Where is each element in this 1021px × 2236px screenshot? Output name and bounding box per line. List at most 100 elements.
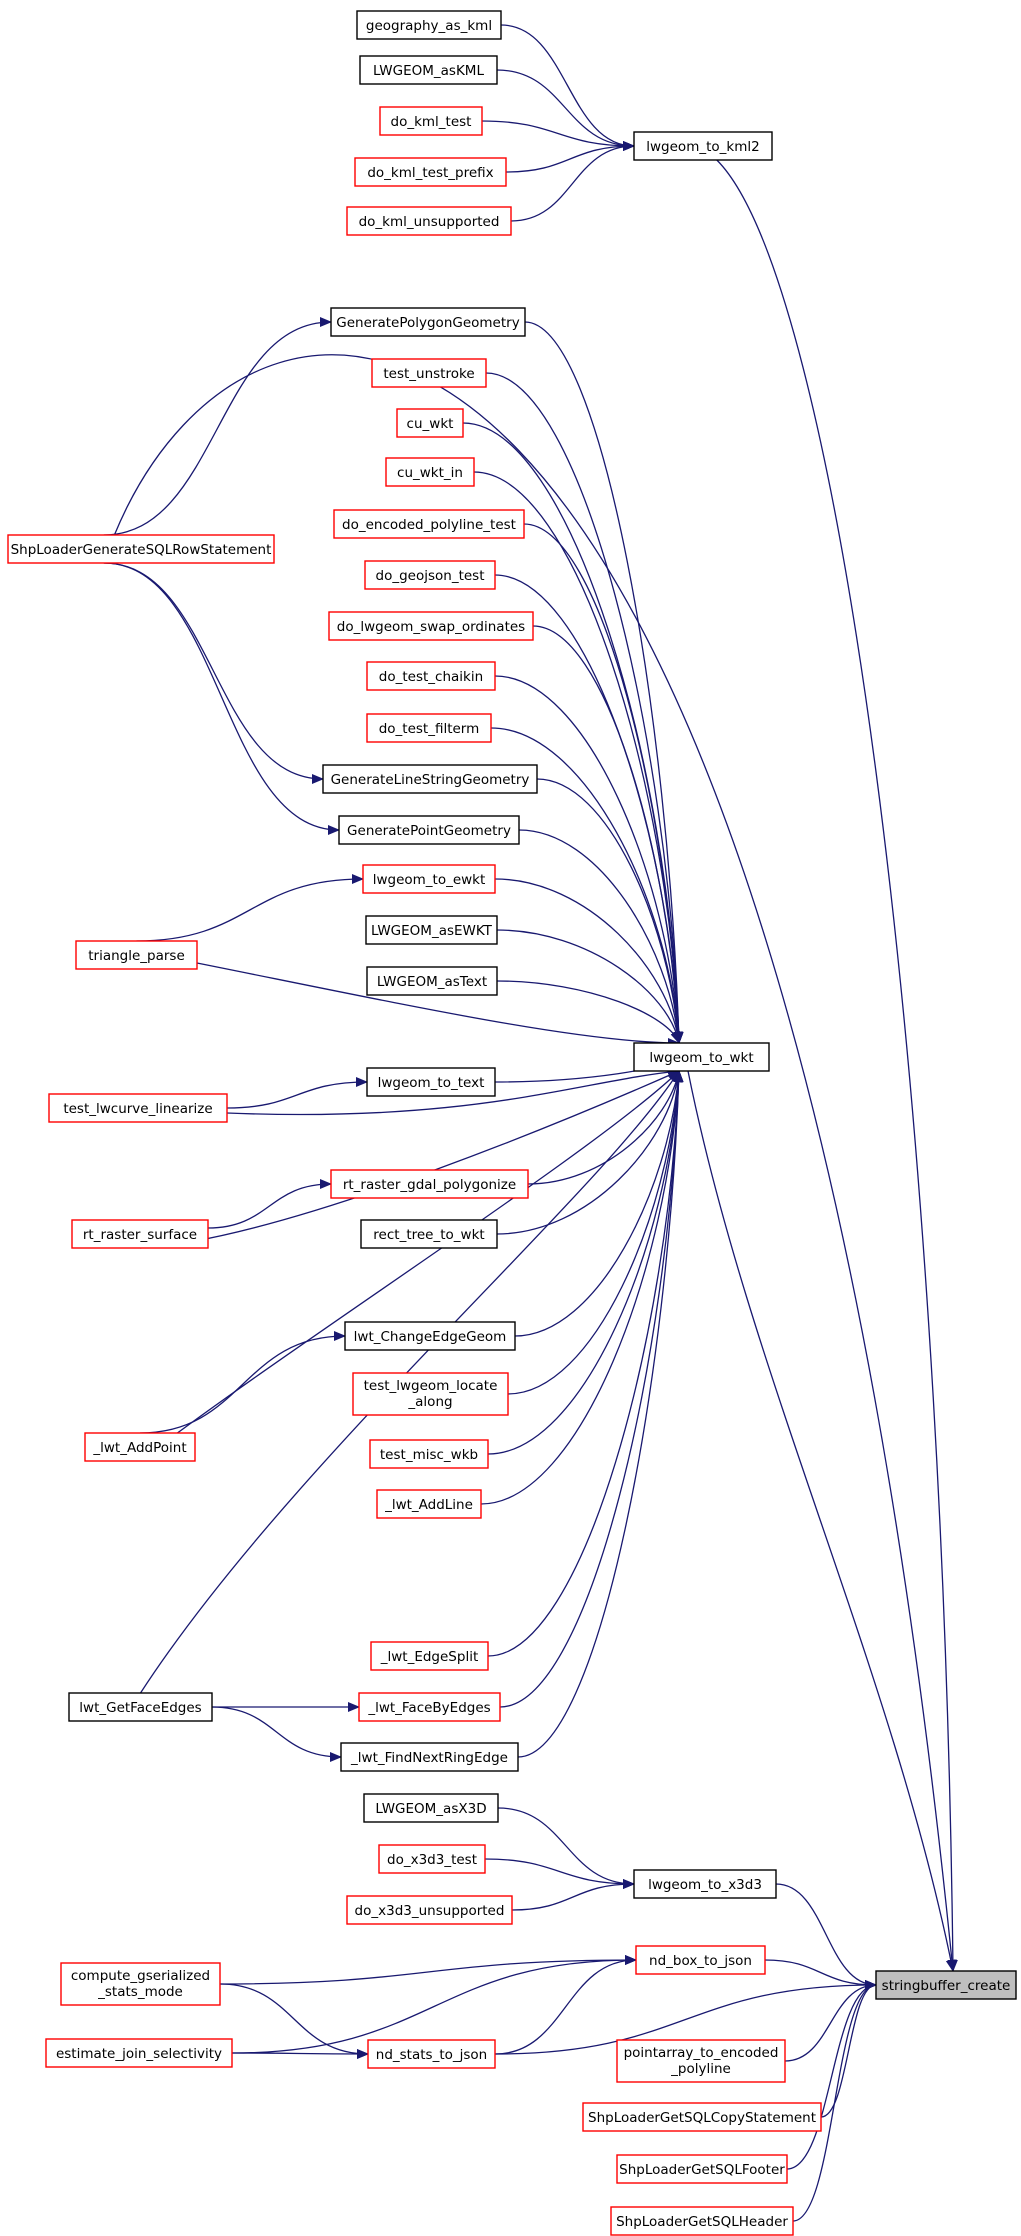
node-box [364, 560, 496, 590]
edge-estimate-join-selectivity-to-nd-stats-to-json [231, 2048, 369, 2059]
edge-generate-polygon-geometry-to-lwgeom-to-wkt [524, 321, 684, 1044]
node-do-x3d3-test[interactable]: do_x3d3_test [378, 1844, 486, 1874]
edge-lwgeom-as-text-to-lwgeom-to-wkt [496, 980, 680, 1044]
node-box [616, 2039, 786, 2083]
node-box [75, 940, 198, 970]
node-lwgeom-as-kml[interactable]: LWGEOM_asKML [359, 55, 498, 85]
edge-do-kml-test-prefix-to-lwgeom-to-kml2 [505, 141, 635, 173]
edge-lwt-face-by-edges-to-lwgeom-to-wkt [499, 1070, 684, 1708]
node-estimate-join-selectivity[interactable]: estimate_join_selectivity [45, 2038, 233, 2068]
node-geography-as-kml[interactable]: geography_as_kml [356, 10, 502, 40]
node-lwt-add-line[interactable]: _lwt_AddLine [376, 1489, 482, 1519]
edge-shp-loader-get-sqlfooter-to-stringbuffer-create [786, 1980, 877, 2170]
node-do-lwgeom-swap-ordinates[interactable]: do_lwgeom_swap_ordinates [328, 611, 534, 641]
node-box [366, 966, 498, 996]
node-label: test_lwgeom_locate [364, 1378, 498, 1394]
node-lwgeom-to-x3d3[interactable]: lwgeom_to_x3d3 [633, 1869, 777, 1899]
node-lwt-get-face-edges[interactable]: lwt_GetFaceEdges [68, 1692, 213, 1722]
node-test-lwgeom-locate-along[interactable]: test_lwgeom_locate_along [352, 1372, 509, 1416]
node-test-misc-wkb[interactable]: test_misc_wkb [369, 1439, 489, 1469]
node-rect-tree-to-wkt[interactable]: rect_tree_to_wkt [360, 1219, 498, 1249]
node-box [633, 131, 773, 161]
edge-compute-gserialized-stats-mode-to-nd-box-to-json [219, 1955, 637, 1985]
node-lwt-change-edge-geom[interactable]: lwt_ChangeEdgeGeom [344, 1321, 516, 1351]
node-rt-raster-surface[interactable]: rt_raster_surface [71, 1219, 209, 1249]
edge-shp-loader-generate-sqlrow-statement-to-generate-polygon-geometry [103, 317, 332, 536]
node-do-kml-unsupported[interactable]: do_kml_unsupported [346, 206, 512, 236]
node-do-kml-test-prefix[interactable]: do_kml_test_prefix [354, 157, 507, 187]
node-lwgeom-as-text[interactable]: LWGEOM_asText [366, 966, 498, 996]
node-lwt-edge-split[interactable]: _lwt_EdgeSplit [370, 1641, 489, 1671]
node-lwgeom-as-ewkt[interactable]: LWGEOM_asEWKT [365, 915, 498, 945]
node-nd-stats-to-json[interactable]: nd_stats_to_json [367, 2039, 496, 2069]
node-generate-point-geometry[interactable]: GeneratePointGeometry [338, 815, 520, 845]
node-do-test-chaikin[interactable]: do_test_chaikin [366, 661, 496, 691]
node-box [378, 1844, 486, 1874]
node-box [370, 1641, 489, 1671]
node-triangle-parse[interactable]: triangle_parse [75, 940, 198, 970]
node-label: lwgeom_to_x3d3 [648, 1877, 762, 1893]
node-stringbuffer-create[interactable]: stringbuffer_create [875, 1970, 1017, 2000]
edge-shp-loader-get-sqlheader-to-stringbuffer-create [792, 1980, 877, 2222]
edge-lwgeom-to-ewkt-to-lwgeom-to-wkt [494, 878, 683, 1044]
node-label: cu_wkt [407, 416, 454, 432]
node-label: do_kml_test [391, 114, 472, 130]
edge-lwgeom-as-ewkt-to-lwgeom-to-wkt [496, 929, 682, 1044]
node-do-kml-test[interactable]: do_kml_test [379, 106, 483, 136]
node-box [396, 408, 464, 438]
node-lwgeom-as-x3d[interactable]: LWGEOM_asX3D [363, 1793, 499, 1823]
node-box [71, 1219, 209, 1249]
node-generate-polygon-geometry[interactable]: GeneratePolygonGeometry [330, 307, 526, 337]
node-shp-loader-get-sqlheader[interactable]: ShpLoaderGetSQLHeader [610, 2206, 794, 2236]
node-do-geojson-test[interactable]: do_geojson_test [364, 560, 496, 590]
node-pointarray-to-encoded-polyline[interactable]: pointarray_to_encoded_polyline [616, 2039, 786, 2083]
node-lwgeom-to-wkt[interactable]: lwgeom_to_wkt [633, 1042, 770, 1072]
node-test-unstroke[interactable]: test_unstroke [371, 358, 487, 388]
node-box [354, 157, 507, 187]
node-lwt-find-next-ring-edge[interactable]: _lwt_FindNextRingEdge [340, 1742, 519, 1772]
node-shp-loader-get-sqlcopy-statement[interactable]: ShpLoaderGetSQLCopyStatement [582, 2102, 822, 2132]
node-box [367, 2039, 496, 2069]
node-label: geography_as_kml [366, 18, 492, 34]
node-box [346, 1895, 513, 1925]
node-label: GenerateLineStringGeometry [331, 772, 530, 788]
node-box [366, 661, 496, 691]
node-lwgeom-to-kml2[interactable]: lwgeom_to_kml2 [633, 131, 773, 161]
node-box [356, 10, 502, 40]
node-label: LWGEOM_asText [377, 974, 487, 990]
node-do-encoded-polyline-test[interactable]: do_encoded_polyline_test [333, 509, 525, 539]
edge-lwt-find-next-ring-edge-to-lwgeom-to-wkt [517, 1070, 684, 1758]
node-label: _lwt_AddLine [384, 1497, 473, 1513]
node-label: _lwt_FaceByEdges [367, 1700, 490, 1716]
node-label: LWGEOM_asEWKT [371, 923, 493, 939]
node-shp-loader-get-sqlfooter[interactable]: ShpLoaderGetSQLFooter [616, 2154, 788, 2184]
node-generate-line-string-geometry[interactable]: GenerateLineStringGeometry [322, 764, 538, 794]
node-label: do_encoded_polyline_test [342, 517, 516, 533]
node-label: lwt_GetFaceEdges [79, 1700, 201, 1716]
edge-shp-loader-generate-sqlrow-statement-to-generate-line-string-geometry [103, 562, 324, 784]
node-box [633, 1042, 770, 1072]
node-box [385, 457, 475, 487]
node-box [328, 611, 534, 641]
node-label: do_kml_test_prefix [367, 165, 493, 181]
node-cu-wkt-in[interactable]: cu_wkt_in [385, 457, 475, 487]
node-lwgeom-to-ewkt[interactable]: lwgeom_to_ewkt [362, 864, 496, 894]
node-label: nd_box_to_json [649, 1953, 752, 1969]
node-do-test-filterm[interactable]: do_test_filterm [366, 713, 492, 743]
node-cu-wkt[interactable]: cu_wkt [396, 408, 464, 438]
node-box [369, 1439, 489, 1469]
edge-generate-point-geometry-to-lwgeom-to-wkt [518, 829, 683, 1044]
node-compute-gserialized-stats-mode[interactable]: compute_gserialized_stats_mode [60, 1962, 221, 2006]
node-lwgeom-to-text[interactable]: lwgeom_to_text [366, 1067, 496, 1097]
node-label: LWGEOM_asKML [373, 63, 484, 79]
node-rt-raster-gdal-polygonize[interactable]: rt_raster_gdal_polygonize [330, 1169, 529, 1199]
node-shp-loader-generate-sqlrow-statement[interactable]: ShpLoaderGenerateSQLRowStatement [7, 534, 275, 564]
edge-test-misc-wkb-to-lwgeom-to-wkt [487, 1070, 684, 1455]
node-lwt-face-by-edges[interactable]: _lwt_FaceByEdges [358, 1692, 501, 1722]
node-box [616, 2154, 788, 2184]
node-nd-box-to-json[interactable]: nd_box_to_json [635, 1945, 766, 1975]
node-test-lwcurve-linearize[interactable]: test_lwcurve_linearize [48, 1093, 228, 1123]
node-lwt-add-point[interactable]: _lwt_AddPoint [84, 1432, 196, 1462]
node-do-x3d3-unsupported[interactable]: do_x3d3_unsupported [346, 1895, 513, 1925]
